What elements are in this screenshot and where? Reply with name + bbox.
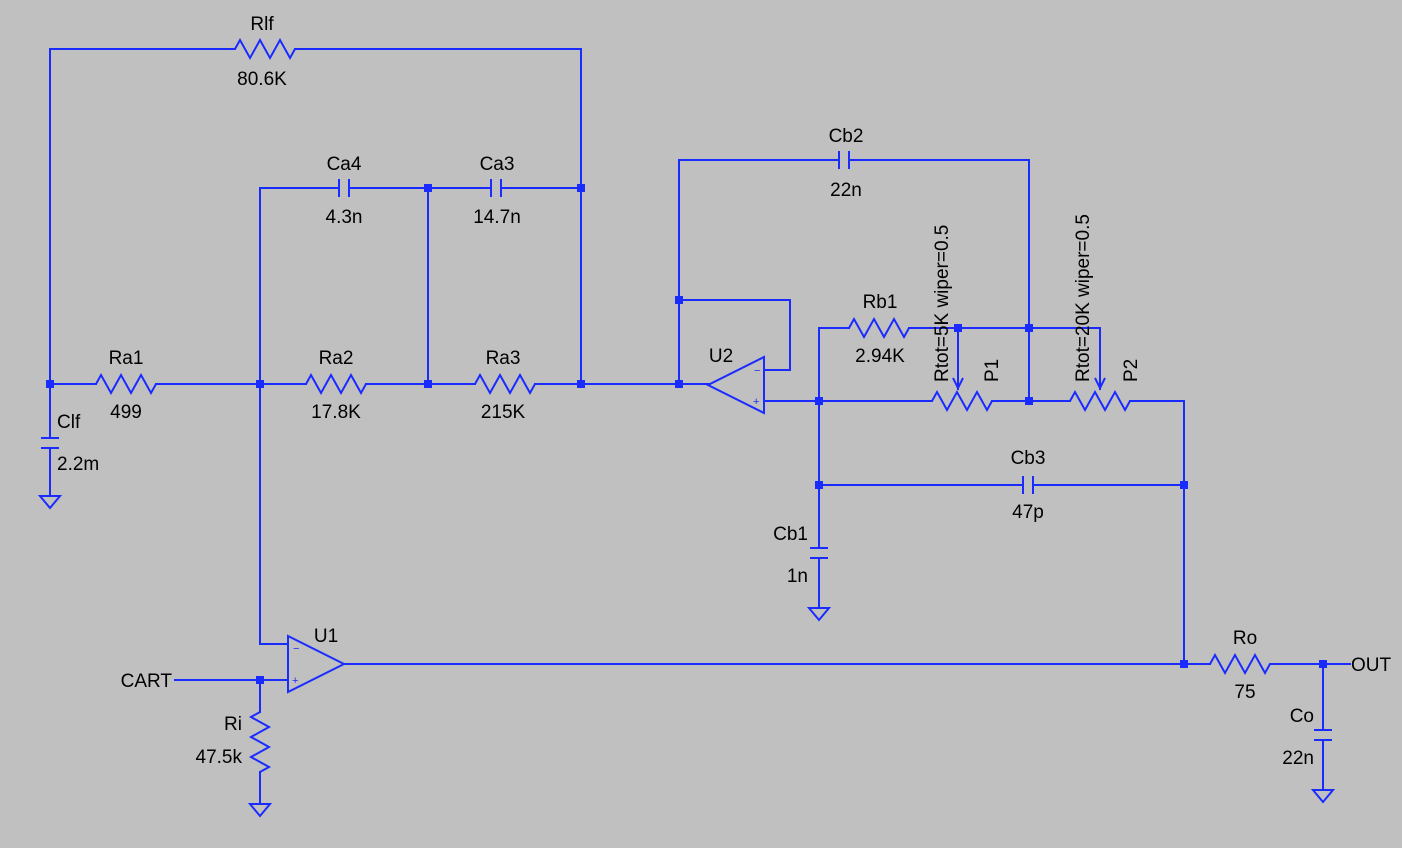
ra2-ref: Ra2: [319, 348, 354, 369]
junction-dot: [256, 380, 264, 388]
p2-ref: P2: [1121, 359, 1142, 382]
capacitor-cb3: Cb3 47p: [1011, 448, 1046, 523]
output-net-label: OUT: [1351, 655, 1392, 676]
rb1-value: 2.94K: [855, 346, 905, 367]
junction-dot: [424, 380, 432, 388]
junction-dot: [577, 380, 585, 388]
junction-dot: [1180, 660, 1188, 668]
ra1-ref: Ra1: [109, 348, 144, 369]
co-value: 22n: [1282, 748, 1314, 769]
capacitor-co: Co 22n: [1282, 706, 1332, 769]
ground-symbols: [37, 495, 1336, 818]
ca4-ref: Ca4: [327, 154, 362, 175]
junction-dot: [815, 481, 823, 489]
p1-ref: P1: [982, 359, 1003, 382]
ca3-value: 14.7n: [473, 207, 521, 228]
u1-ref: U1: [314, 626, 338, 647]
p1-value: Rtot=5K wiper=0.5: [932, 225, 953, 382]
u2-plus-sign: +: [753, 396, 759, 408]
capacitor-clf: Clf 2.2m: [41, 412, 99, 475]
wires: [49, 48, 1351, 805]
ra2-value: 17.8K: [311, 402, 361, 423]
co-ref: Co: [1290, 706, 1314, 727]
ground-icon: [247, 803, 273, 818]
ra3-ref: Ra3: [486, 348, 521, 369]
junction-dot: [46, 380, 54, 388]
ro-value: 75: [1234, 682, 1255, 703]
cb3-ref: Cb3: [1011, 448, 1046, 469]
u1-plus-sign: +: [292, 675, 298, 687]
ground-icon: [806, 607, 832, 622]
junction-dot: [1025, 397, 1033, 405]
cb3-value: 47p: [1012, 502, 1044, 523]
resistor-ra3: Ra3 215K: [474, 348, 536, 423]
potentiometer-p2: Rtot=20K wiper=0.5 P2: [1069, 214, 1142, 413]
cb2-ref: Cb2: [829, 126, 864, 147]
junction-dot: [577, 184, 585, 192]
ra3-value: 215K: [481, 402, 526, 423]
resistor-ro: Ro 75: [1209, 628, 1274, 703]
u2-minus-sign: −: [754, 365, 760, 377]
resistor-rb1: Rb1 2.94K: [848, 292, 910, 367]
rb1-ref: Rb1: [863, 292, 898, 313]
ground-icon: [1310, 789, 1336, 804]
ca3-ref: Ca3: [480, 154, 515, 175]
opamp-u1: − + U1: [287, 626, 347, 694]
u2-ref: U2: [709, 346, 733, 367]
junction-dot: [675, 296, 683, 304]
potentiometer-p1: Rtot=5K wiper=0.5 P1: [931, 225, 1003, 413]
junction-dot: [1319, 660, 1327, 668]
junction-dot: [424, 184, 432, 192]
cb1-value: 1n: [787, 566, 808, 587]
junction-dot: [1025, 324, 1033, 332]
capacitor-ca4: Ca4 4.3n: [326, 154, 363, 228]
input-net-label: CART: [121, 671, 173, 692]
rlf-ref: Rlf: [250, 14, 274, 35]
junctions: [46, 184, 1327, 684]
junction-dot: [1180, 481, 1188, 489]
rlf-value: 80.6K: [237, 69, 287, 90]
junction-dot: [815, 397, 823, 405]
ca4-value: 4.3n: [326, 207, 363, 228]
junction-dot: [675, 380, 683, 388]
ri-value: 47.5k: [196, 747, 243, 768]
opamp-u2: − + U2: [705, 346, 765, 415]
capacitor-ca3: Ca3 14.7n: [473, 154, 521, 228]
resistor-ra2: Ra2 17.8K: [305, 348, 367, 423]
resistor-ra1: Ra1 499: [95, 348, 157, 423]
ri-ref: Ri: [224, 714, 242, 735]
clf-ref: Clf: [57, 412, 81, 433]
ro-ref: Ro: [1233, 628, 1257, 649]
ra1-value: 499: [110, 402, 142, 423]
cb2-value: 22n: [830, 180, 862, 201]
capacitor-cb2: Cb2 22n: [829, 126, 864, 201]
capacitor-cb1: Cb1 1n: [773, 524, 828, 587]
cb1-ref: Cb1: [773, 524, 808, 545]
junction-dot: [954, 324, 962, 332]
resistor-rlf: Rlf 80.6K: [234, 14, 296, 90]
resistor-ri: Ri 47.5k: [196, 711, 272, 773]
ground-icon: [37, 495, 63, 510]
junction-dot: [256, 676, 264, 684]
clf-value: 2.2m: [57, 454, 99, 475]
u1-minus-sign: −: [293, 643, 299, 655]
p2-value: Rtot=20K wiper=0.5: [1073, 214, 1094, 382]
